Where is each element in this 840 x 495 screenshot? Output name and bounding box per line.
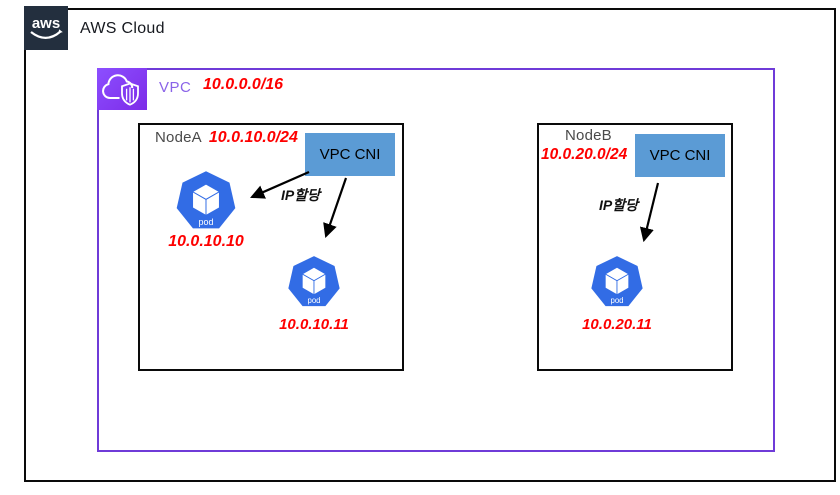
node-a-name: NodeA bbox=[155, 129, 202, 146]
node-a-cidr: 10.0.10.0/24 bbox=[208, 129, 298, 146]
node-a-pod-2-ip: 10.0.10.11 bbox=[279, 316, 349, 333]
aws-smile-arrow-tip bbox=[58, 29, 63, 34]
node-b-cidr: 10.0.20.0/24 bbox=[541, 146, 628, 163]
pod-cube-right bbox=[616, 273, 630, 296]
pod-cube-right bbox=[313, 273, 327, 296]
node-b-name: NodeB bbox=[565, 127, 612, 144]
aws-cloud-title: AWS Cloud bbox=[80, 20, 165, 37]
vpc-cidr: 10.0.0.0/16 bbox=[203, 76, 284, 93]
node-a-vpc-cni-box: VPC CNI bbox=[305, 133, 395, 176]
pod-text: pod bbox=[307, 296, 320, 305]
node-b-vpc-cni-box: VPC CNI bbox=[635, 134, 725, 177]
aws-logo-text: aws bbox=[32, 15, 60, 32]
node-a-ip-alloc-label: IP할당 bbox=[281, 187, 320, 203]
node-a-pod-1-icon: pod bbox=[174, 170, 238, 234]
vpc-icon bbox=[97, 68, 147, 110]
pod-text: pod bbox=[610, 296, 623, 305]
aws-smile-swoosh bbox=[30, 30, 62, 39]
pod-cube-right bbox=[205, 190, 220, 217]
node-b-pod-1-ip: 10.0.20.11 bbox=[582, 316, 652, 333]
vpc-cloud-glyph bbox=[102, 74, 134, 99]
node-a-pod-1-ip: 10.0.10.10 bbox=[168, 233, 244, 250]
node-b-pod-1-icon: pod bbox=[589, 255, 645, 311]
node-a-pod-2-icon: pod bbox=[286, 255, 342, 311]
vpc-label: VPC bbox=[159, 79, 192, 96]
pod-text: pod bbox=[199, 217, 214, 227]
vpc-shield-stripes bbox=[125, 87, 135, 103]
node-b-ip-alloc-label: IP할당 bbox=[599, 197, 638, 213]
aws-logo-icon: aws bbox=[24, 6, 68, 50]
vpc-shield-glyph bbox=[121, 82, 139, 106]
node-a-title: NodeA 10.0.10.0/24 bbox=[155, 129, 298, 147]
